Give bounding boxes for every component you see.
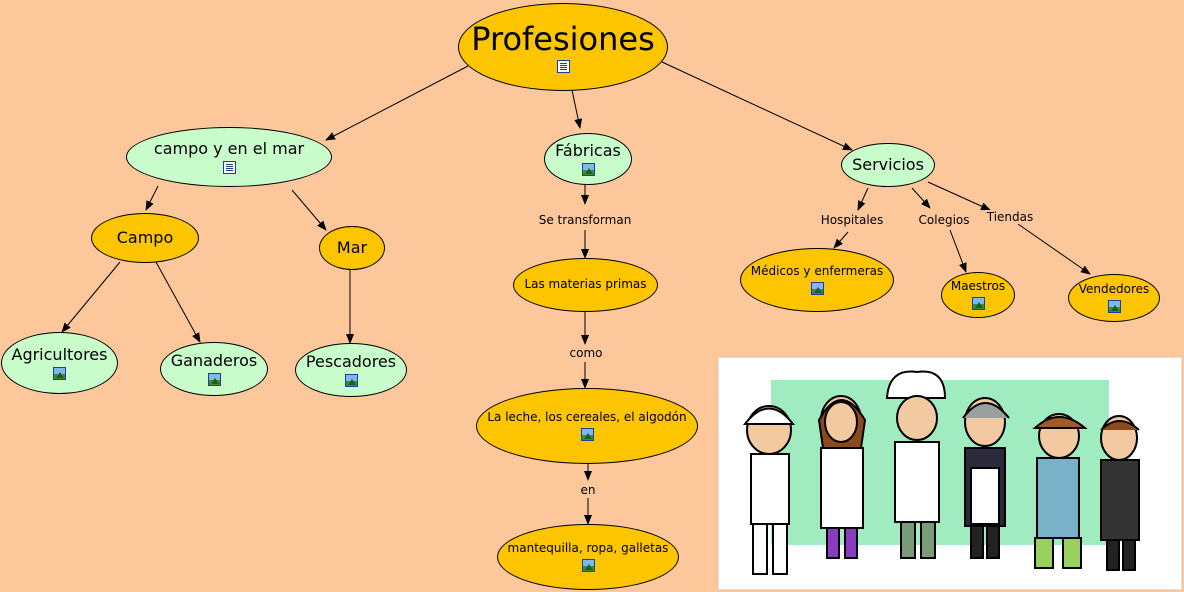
link-servicios-tiendas [927,181,991,211]
link-tiendas-vendedores [1017,223,1091,275]
node-fabricas[interactable]: Fábricas [544,133,632,185]
link-campo-agricultores [61,261,121,333]
node-materias-primas-label: Las materias primas [524,277,647,292]
link-profesiones-servicios [661,61,853,151]
node-leche-label: La leche, los cereales, el algodón [487,410,687,425]
image-icon[interactable] [581,163,595,177]
node-mar[interactable]: Mar [319,226,385,270]
node-mantequilla-label: mantequilla, ropa, galletas [507,541,669,556]
link-label-hospitales: Hospitales [818,213,886,227]
node-medicos-label: Médicos y enfermeras [750,264,884,279]
professions-illustration [718,357,1182,590]
image-icon[interactable] [581,558,595,572]
node-servicios-label: Servicios [852,154,924,174]
link-colegios-maestros [949,229,967,273]
node-vendedores[interactable]: Vendedores [1068,274,1160,322]
node-pescadores-label: Pescadores [305,351,397,371]
image-icon[interactable] [344,374,358,388]
node-vendedores-label: Vendedores [1078,282,1150,297]
link-servicios-colegios [911,187,931,209]
link-campomar-mar [291,189,327,231]
node-mantequilla-ropa-galletas[interactable]: mantequilla, ropa, galletas [497,524,679,590]
node-fabricas-label: Fábricas [555,140,621,160]
image-icon[interactable] [810,281,824,295]
node-profesiones[interactable]: Profesiones [458,3,668,91]
node-maestros-label: Maestros [950,279,1006,294]
link-label-colegios: Colegios [916,213,972,227]
link-label-como: como [567,346,605,360]
link-hospitales-medicos [833,231,849,249]
node-campo-y-mar[interactable]: campo y en el mar [126,127,332,187]
image-icon[interactable] [207,373,221,387]
image-icon[interactable] [971,296,985,310]
link-label-se-transforman: Se transforman [536,213,634,227]
image-icon[interactable] [1107,299,1121,313]
node-agricultores-label: Agricultores [11,344,108,364]
node-medicos-enfermeras[interactable]: Médicos y enfermeras [740,248,894,312]
node-profesiones-label: Profesiones [471,19,655,58]
node-campo-label: Campo [116,227,174,247]
document-icon[interactable] [556,60,570,74]
node-materias-primas[interactable]: Las materias primas [513,258,658,312]
professions-cartoon-icon [742,370,1140,575]
link-campo-ganaderos [155,261,201,343]
node-ganaderos-label: Ganaderos [170,350,258,370]
link-profesiones-fabricas [571,89,583,129]
image-icon[interactable] [53,367,66,381]
node-servicios[interactable]: Servicios [841,143,935,187]
node-leche-cereales-algodon[interactable]: La leche, los cereales, el algodón [476,388,698,464]
document-icon[interactable] [222,161,236,175]
link-label-en: en [578,483,598,497]
link-profesiones-campo [325,65,469,141]
node-ganaderos[interactable]: Ganaderos [160,342,268,396]
node-agricultores[interactable]: Agricultores [1,332,118,394]
node-campo[interactable]: Campo [91,213,199,263]
image-icon[interactable] [580,427,594,441]
link-servicios-hospitales [857,187,869,211]
node-pescadores[interactable]: Pescadores [295,343,407,397]
link-label-tiendas: Tiendas [984,210,1036,224]
node-maestros[interactable]: Maestros [941,272,1015,318]
node-campo-y-mar-label: campo y en el mar [153,138,305,158]
link-campomar-campo [145,185,159,211]
node-mar-label: Mar [336,237,368,257]
